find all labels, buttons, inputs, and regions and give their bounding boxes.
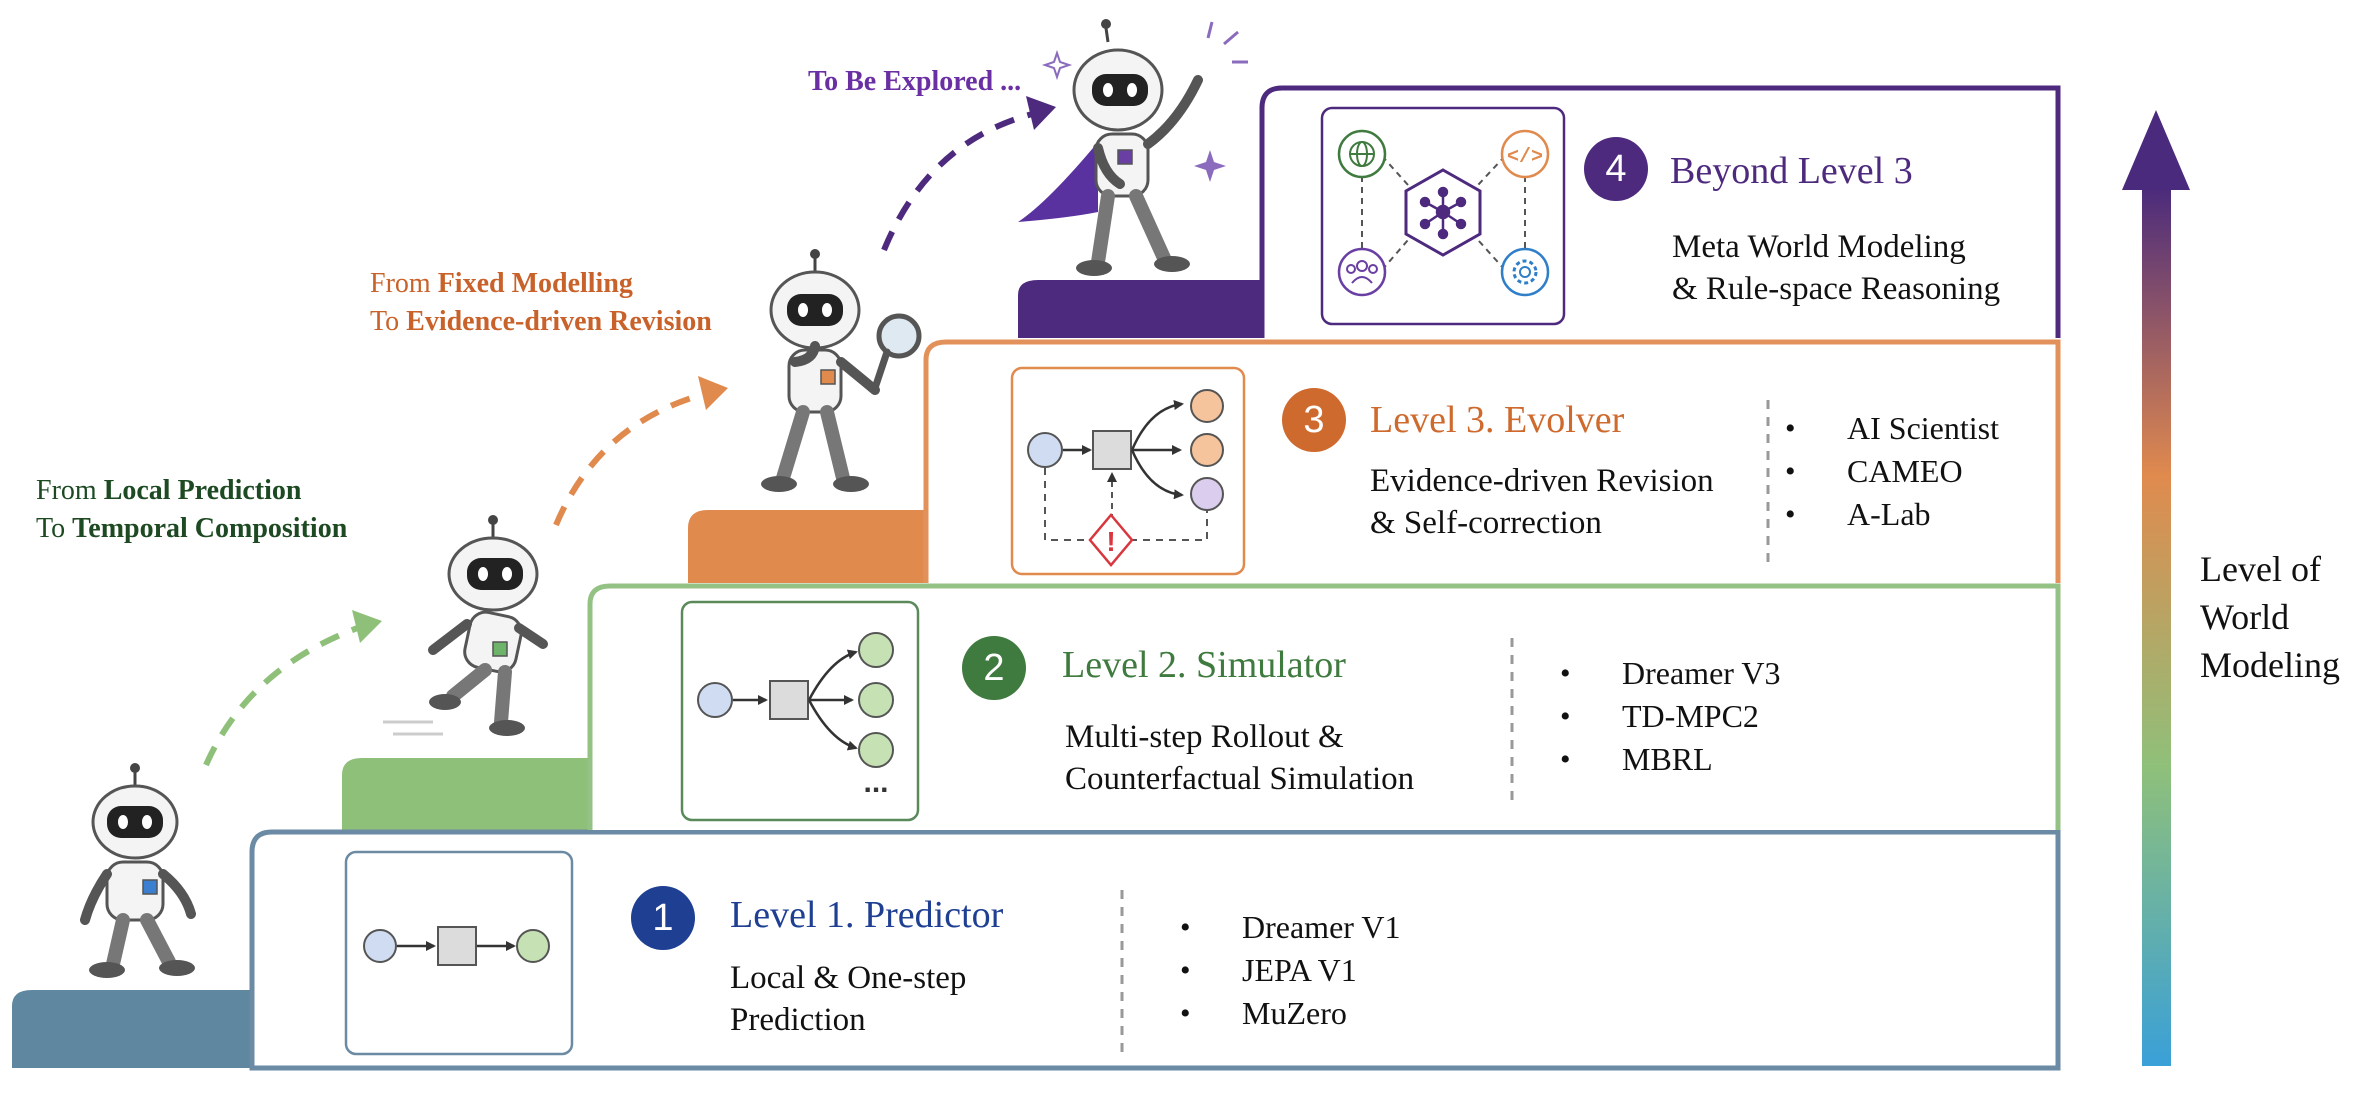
robot-running-icon <box>383 515 548 736</box>
step-3-block <box>688 510 926 583</box>
list-item: TD-MPC2 <box>1560 695 1780 738</box>
level-3-description: Evidence-driven Revision & Self-correcti… <box>1370 460 1714 544</box>
list-item: AI Scientist <box>1785 407 1999 450</box>
list-item: MuZero <box>1180 992 1400 1035</box>
from-prefix: From <box>370 268 438 299</box>
axis-label: Level of World Modeling <box>2200 545 2340 689</box>
axis-label-line-1: Level of <box>2200 549 2321 589</box>
level-3-number-badge: 3 <box>1282 388 1346 452</box>
axis-label-line-3: Modeling <box>2200 645 2340 685</box>
level-2-description-line-1: Multi-step Rollout & <box>1065 719 1344 755</box>
from-bold: Fixed Modelling <box>437 268 633 299</box>
transition-arrow-2 <box>553 389 713 527</box>
transition-label-2: From Fixed Modelling To Evidence-driven … <box>370 265 712 341</box>
users-icon <box>1337 247 1387 297</box>
level-2-title: Level 2. Simulator <box>1062 644 1346 686</box>
transition-label-1-from: From Local Prediction <box>36 472 347 510</box>
axis-label-line-2: World <box>2200 597 2290 637</box>
transition-label-1: From Local Prediction To Temporal Compos… <box>36 472 347 548</box>
list-item: CAMEO <box>1785 450 1999 493</box>
from-bold: Local Prediction <box>103 475 302 506</box>
level-3-examples: AI Scientist CAMEO A-Lab <box>1785 407 1999 536</box>
level-1-description-line-1: Local & One-step <box>730 960 967 996</box>
level-4-number-badge: 4 <box>1584 137 1648 201</box>
level-1-frame <box>249 829 2061 1071</box>
level-4-description-line-1: Meta World Modeling <box>1672 229 1966 265</box>
simulator-branch-icon: ... <box>680 600 920 822</box>
list-item: Dreamer V1 <box>1180 906 1400 949</box>
robot-walking-icon <box>80 763 196 978</box>
level-4-description-line-2: & Rule-space Reasoning <box>1672 271 2001 307</box>
to-bold: Evidence-driven Revision <box>406 306 712 337</box>
predictor-flow-icon <box>344 850 574 1056</box>
level-3-title: Level 3. Evolver <box>1370 399 1625 441</box>
level-2-examples: Dreamer V3 TD-MPC2 MBRL <box>1560 652 1780 781</box>
level-2-description: Multi-step Rollout & Counterfactual Simu… <box>1065 716 1414 800</box>
step-4-block <box>1018 280 1262 338</box>
transition-arrow-3 <box>881 109 1041 252</box>
level-4-title: Beyond Level 3 <box>1670 150 1913 192</box>
transition-label-3: To Be Explored ... <box>808 63 1021 101</box>
transition-arrow-1-head <box>352 610 382 643</box>
to-be-explored-text: To Be Explored ... <box>808 66 1022 97</box>
to-prefix: To <box>370 306 407 337</box>
level-4-description: Meta World Modeling & Rule-space Reasoni… <box>1672 226 2000 310</box>
level-1-examples: Dreamer V1 JEPA V1 MuZero <box>1180 906 1400 1035</box>
step-2-block <box>342 758 590 830</box>
level-1-title: Level 1. Predictor <box>730 894 1004 936</box>
transition-label-2-from: From Fixed Modelling <box>370 265 712 303</box>
robot-magnifier-icon <box>761 249 922 492</box>
level-1-description: Local & One-step Prediction <box>730 957 966 1041</box>
robot-hero-icon <box>1018 19 1248 276</box>
level-3-description-line-2: & Self-correction <box>1370 505 1602 541</box>
globe-icon <box>1337 129 1387 179</box>
transition-label-2-to: To Evidence-driven Revision <box>370 303 712 341</box>
level-3-description-line-1: Evidence-driven Revision <box>1370 463 1714 499</box>
meta-network-icon: </> <box>1320 106 1566 326</box>
code-icon: </> <box>1500 129 1550 179</box>
to-prefix: To <box>36 513 73 544</box>
level-1-description-line-2: Prediction <box>730 1002 866 1038</box>
level-2-description-line-2: Counterfactual Simulation <box>1065 761 1415 797</box>
to-bold: Temporal Composition <box>72 513 348 544</box>
list-item: Dreamer V3 <box>1560 652 1780 695</box>
from-prefix: From <box>36 475 104 506</box>
level-2-number-badge: 2 <box>962 636 1026 700</box>
level-2-more-dots: ... <box>863 766 888 799</box>
evolver-feedback-icon: ! <box>1010 366 1246 576</box>
list-item: MBRL <box>1560 738 1780 781</box>
transition-arrow-1 <box>203 622 367 767</box>
gear-icon <box>1500 247 1550 297</box>
transition-arrow-3-head <box>1026 96 1056 130</box>
svg-text:!: ! <box>1106 526 1115 557</box>
level-axis-arrow <box>2122 110 2190 1066</box>
list-item: JEPA V1 <box>1180 949 1400 992</box>
level-1-number-badge: 1 <box>631 886 695 950</box>
transition-label-1-to: To Temporal Composition <box>36 510 347 548</box>
list-item: A-Lab <box>1785 493 1999 536</box>
svg-text:</>: </> <box>1507 146 1543 169</box>
step-1-block <box>12 990 252 1068</box>
transition-arrow-2-head <box>698 376 728 410</box>
